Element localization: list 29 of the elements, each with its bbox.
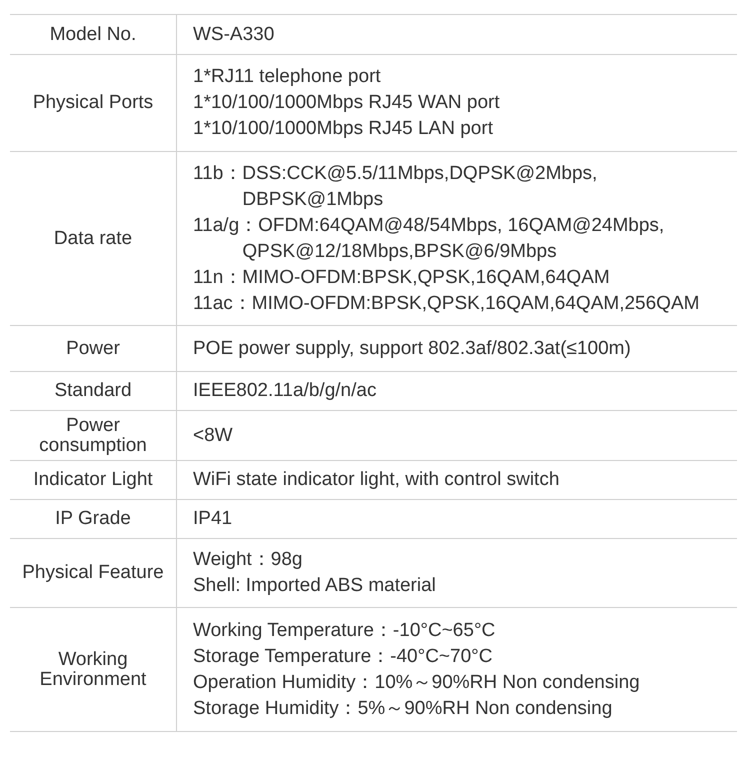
spec-value: 1*10/100/1000Mbps RJ45 WAN port <box>193 91 501 115</box>
row-header: Working Environment <box>40 648 146 690</box>
spec-value: 1*10/100/1000Mbps RJ45 LAN port <box>193 117 494 141</box>
row-header: Power consumption <box>39 414 147 456</box>
row-header: Indicator Light <box>33 469 153 490</box>
spec-value: WiFi state indicator light, with control switch <box>193 468 560 492</box>
spec-value: WS-A330 <box>193 22 276 46</box>
spec-value: 11a/g：OFDM:64QAM@48/54Mbps, 16QAM@24Mbps, QPSK@12/18Mbps,BPSK@6/9Mbps <box>193 214 666 264</box>
row-header: IP Grade <box>55 508 131 529</box>
row-header: Physical Feature <box>22 562 164 583</box>
spec-value: 11ac：MIMO-OFDM:BPSK,QPSK,16QAM,64QAM,256QAM <box>193 292 700 316</box>
spec-value: Weight：98g <box>193 548 304 572</box>
spec-value: Storage Humidity：5%～90%RH Non condensing <box>193 696 614 720</box>
spec-value: Working Temperature：-10°C~65°C <box>193 618 496 642</box>
row-header: Power <box>66 338 120 358</box>
spec-value: <8W <box>193 424 234 448</box>
spec-value: POE power supply, support 802.3af/802.3at(≤100m) <box>193 336 632 360</box>
spec-value: 11b：DSS:CCK@5.5/11Mbps,DQPSK@2Mbps, DBPSK@1Mbps <box>193 162 598 212</box>
spec-value: Shell: Imported ABS material <box>193 574 437 598</box>
spec-value: IP41 <box>193 507 234 531</box>
spec-value: IEEE802.11a/b/g/n/ac <box>193 379 378 403</box>
row-header: Physical Ports <box>32 92 154 113</box>
spec-value: Operation Humidity：10%～90%RH Non condensing <box>193 670 641 694</box>
row-header: Model No. <box>50 24 136 44</box>
row-header: Data rate <box>54 228 132 248</box>
row-header: Standard <box>54 380 132 401</box>
spec-value: 11n：MIMO-OFDM:BPSK,QPSK,16QAM,64QAM <box>193 266 611 290</box>
spec-value: Storage Temperature：-40°C~70°C <box>193 644 494 668</box>
spec-value: 1*RJ11 telephone port <box>193 65 382 89</box>
